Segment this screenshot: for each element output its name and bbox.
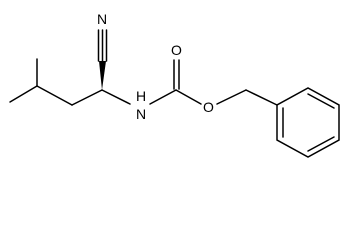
atom-nh-h: H <box>136 88 146 104</box>
ring-double-bond-2 <box>307 136 335 152</box>
isobutyl-group <box>9 58 103 106</box>
chemical-structure-diagram: N H N O O <box>9 11 340 158</box>
atom-o-carbonyl: O <box>171 42 182 58</box>
bond-ch-ch2 <box>36 85 73 106</box>
bond-carbonyl-o <box>175 89 202 105</box>
wedge-bond <box>99 61 106 90</box>
bond-ch2-chiral <box>71 89 103 106</box>
bond-chiral-nh <box>101 89 131 105</box>
bond-ch2-ring <box>245 89 278 106</box>
atom-n-nitrile: N <box>97 11 107 27</box>
carbonyl-double-bond <box>173 59 180 90</box>
benzene-ring <box>276 87 340 158</box>
atom-o-ester: O <box>203 99 214 115</box>
nitrile-triple-bond <box>97 29 108 62</box>
ring-outline <box>276 87 340 158</box>
bond-nh-carbonyl <box>149 89 177 105</box>
bond-methyl-left <box>9 85 38 103</box>
ring-double-bond-3 <box>307 93 335 109</box>
bond-o-ch2 <box>216 89 247 105</box>
atom-nh-n: N <box>136 106 146 122</box>
